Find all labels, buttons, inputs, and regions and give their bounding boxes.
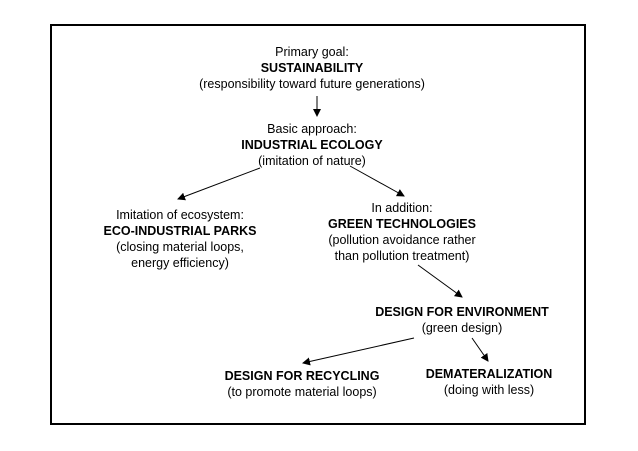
design-for-environment-note: (green design)	[421, 321, 503, 335]
node-industrial-ecology: Basic approach: INDUSTRIAL ECOLOGY (imit…	[241, 121, 382, 169]
industrial-ecology-intro: Basic approach:	[267, 122, 357, 136]
diagram-frame	[50, 24, 586, 425]
green-technologies-note-1: (pollution avoidance rather	[328, 233, 476, 247]
green-technologies-intro: In addition:	[371, 201, 433, 215]
arrow-industrial-ecology-to-green-technologies	[349, 165, 405, 197]
design-for-environment-title: DESIGN FOR ENVIRONMENT	[375, 305, 549, 319]
dematerialization-title: DEMATERALIZATION	[425, 367, 553, 381]
node-eco-industrial-parks: Imitation of ecosystem: ECO-INDUSTRIAL P…	[103, 207, 256, 271]
industrial-ecology-title: INDUSTRIAL ECOLOGY	[241, 138, 383, 152]
eco-industrial-parks-note-2: energy efficiency)	[131, 256, 229, 270]
green-technologies-note-2: than pollution treatment)	[334, 249, 470, 263]
node-design-for-environment: DESIGN FOR ENVIRONMENT (green design)	[375, 304, 549, 336]
node-sustainability: Primary goal: SUSTAINABILITY (responsibi…	[199, 44, 425, 92]
sustainability-intro: Primary goal:	[275, 45, 349, 59]
design-for-recycling-title: DESIGN FOR RECYCLING	[224, 369, 380, 383]
design-for-recycling-note: (to promote material loops)	[227, 385, 377, 399]
arrow-design-for-environment-to-design-for-recycling	[302, 337, 415, 366]
node-design-for-recycling: DESIGN FOR RECYCLING (to promote materia…	[225, 368, 380, 400]
sustainability-note: (responsibility toward future generation…	[199, 77, 425, 91]
eco-industrial-parks-note-1: (closing material loops,	[116, 240, 244, 254]
dematerialization-note: (doing with less)	[443, 383, 535, 397]
industrial-ecology-note: (imitation of nature)	[258, 154, 366, 168]
green-technologies-title: GREEN TECHNOLOGIES	[328, 217, 476, 231]
eco-industrial-parks-intro: Imitation of ecosystem:	[116, 208, 244, 222]
node-dematerialization: DEMATERALIZATION (doing with less)	[426, 366, 553, 398]
arrow-industrial-ecology-to-eco-industrial-parks	[177, 167, 261, 201]
arrow-green-technologies-to-design-for-environment	[417, 264, 463, 298]
eco-industrial-parks-title: ECO-INDUSTRIAL PARKS	[103, 224, 257, 238]
node-green-technologies: In addition: GREEN TECHNOLOGIES (polluti…	[328, 200, 476, 264]
arrow-design-for-environment-to-dematerialization	[471, 337, 489, 362]
sustainability-title: SUSTAINABILITY	[260, 61, 364, 75]
